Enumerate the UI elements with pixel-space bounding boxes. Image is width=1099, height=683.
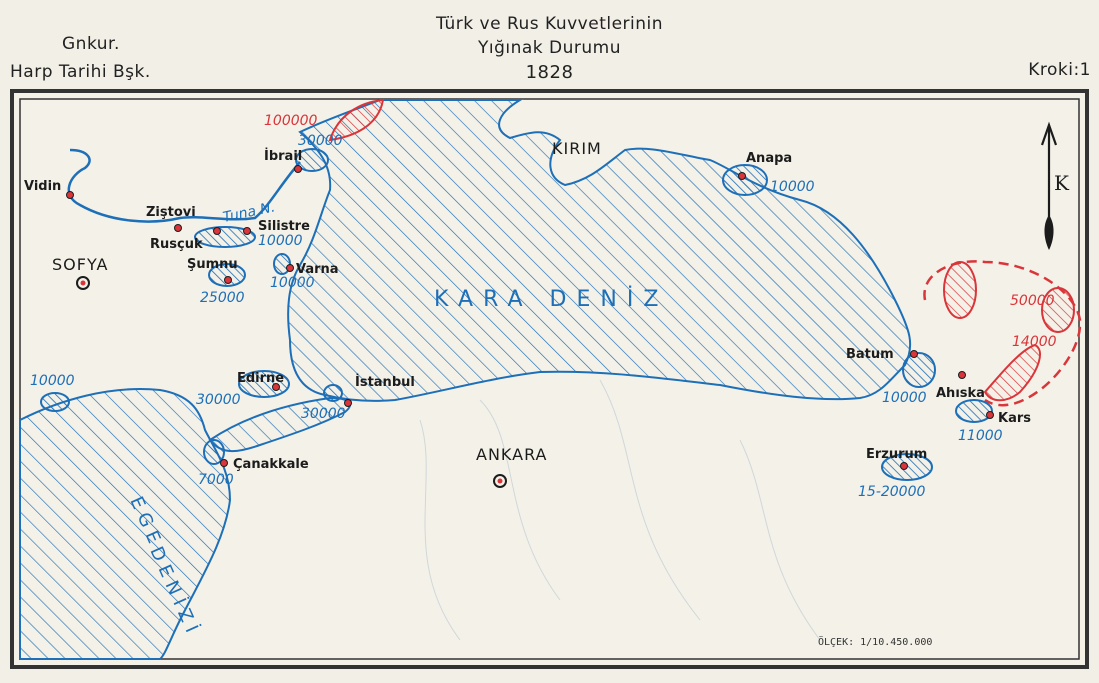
city-dot-sumnu <box>224 276 232 284</box>
ottoman-force-number-edirne: 30000 <box>196 392 241 408</box>
label-erzurum: Erzurum <box>866 447 927 462</box>
ottoman-force-number-anapa: 10000 <box>770 179 815 195</box>
label-kars: Kars <box>998 411 1031 426</box>
danube-river <box>67 148 301 223</box>
capital-ankara-marker <box>493 474 507 488</box>
city-dot-zistovi <box>174 224 182 232</box>
label-edirne: Edirne <box>237 371 284 386</box>
ottoman-force-kars <box>955 399 993 423</box>
ottoman-force-number-west: 10000 <box>30 373 75 389</box>
label-kirim: KIRIM <box>552 139 602 158</box>
label-ankara: ANKARA <box>476 445 547 464</box>
city-dot-erzurum <box>900 462 908 470</box>
city-dot-varna <box>286 264 294 272</box>
city-dot-anapa <box>738 172 746 180</box>
russian-force-number-caucasus-a: 50000 <box>1010 293 1055 309</box>
publisher-line-2: Harp Tarihi Bşk. <box>10 62 151 82</box>
map-title-line-2: Yığınak Durumu <box>477 38 622 58</box>
city-dot-ibrail <box>294 165 302 173</box>
ottoman-force-number-canakkale: 7000 <box>198 472 234 488</box>
city-dot-canakkale <box>220 459 228 467</box>
capital-sofya-marker <box>76 276 90 290</box>
publisher-line-1: Gnkur. <box>62 34 120 54</box>
north-arrow-letter: K <box>1054 171 1070 195</box>
city-dot-edirne <box>272 383 280 391</box>
label-sumnu: Şumnu <box>187 257 238 272</box>
city-dot-ahiska <box>958 371 966 379</box>
label-black-sea: KARA DENİZ <box>434 286 668 312</box>
russian-force-ahiska <box>983 343 1041 402</box>
black-sea <box>287 99 912 402</box>
label-ibrail: İbrail <box>264 148 302 164</box>
ottoman-force-number-kars: 11000 <box>958 428 1003 444</box>
map-title-line-1: Türk ve Rus Kuvvetlerinin <box>435 14 664 34</box>
label-silistre: Silistre <box>258 219 310 234</box>
label-sofya: SOFYA <box>52 255 108 274</box>
label-canakkale: Çanakkale <box>233 457 309 472</box>
north-arrow <box>1040 121 1058 250</box>
label-istanbul: İstanbul <box>355 374 415 390</box>
city-dot-istanbul <box>344 399 352 407</box>
city-markers <box>66 165 994 470</box>
ottoman-force-ruscuk <box>194 226 256 248</box>
city-dot-kars <box>986 411 994 419</box>
city-dot-vidin <box>66 191 74 199</box>
sea-of-marmara <box>208 396 351 453</box>
faint-base-map <box>419 379 821 641</box>
ottoman-force-number-erzurum: 15-20000 <box>858 484 925 500</box>
map-scale: ÖLÇEK: 1/10.450.000 <box>818 635 932 648</box>
map-inner-frame <box>19 98 1080 660</box>
russian-force-danube <box>328 98 385 142</box>
city-dot-ruscuk <box>213 227 221 235</box>
russian-force-caucasus-b <box>1041 287 1075 333</box>
sketch-number: Kroki:1 <box>1028 60 1091 80</box>
label-vidin: Vidin <box>24 179 61 194</box>
ottoman-force-sumnu <box>208 263 246 287</box>
label-batum: Batum <box>846 347 894 362</box>
ottoman-force-number-istanbul: 30000 <box>301 406 346 422</box>
label-ruscuk: Rusçuk <box>150 237 203 252</box>
ottoman-force-anapa <box>722 164 768 196</box>
ottoman-force-ibrail <box>295 148 329 172</box>
label-varna: Varna <box>296 262 339 277</box>
ottoman-force-number-varna: 10000 <box>270 275 315 291</box>
label-anapa: Anapa <box>746 151 792 166</box>
russian-force-number-caucasus-b: 14000 <box>1012 334 1057 350</box>
ottoman-force-west <box>40 392 70 412</box>
russian-force-caucasus-a <box>943 261 977 319</box>
ottoman-force-istanbul <box>323 384 343 402</box>
russian-force-number-danube: 100000 <box>264 113 318 129</box>
ottoman-force-number-sumnu: 25000 <box>200 290 245 306</box>
ottoman-force-batum <box>902 352 936 388</box>
city-dot-batum <box>910 350 918 358</box>
map-title-year: 1828 <box>525 62 574 83</box>
label-zistovi: Ziştovi <box>146 205 196 220</box>
ottoman-force-number-ibrail: 30000 <box>298 133 343 149</box>
label-ahiska: Ahıska <box>936 386 985 401</box>
ottoman-force-canakkale <box>203 439 225 465</box>
ottoman-force-number-batum: 10000 <box>882 390 927 406</box>
ottoman-force-number-silistre: 10000 <box>258 233 303 249</box>
city-dot-silistre <box>243 227 251 235</box>
